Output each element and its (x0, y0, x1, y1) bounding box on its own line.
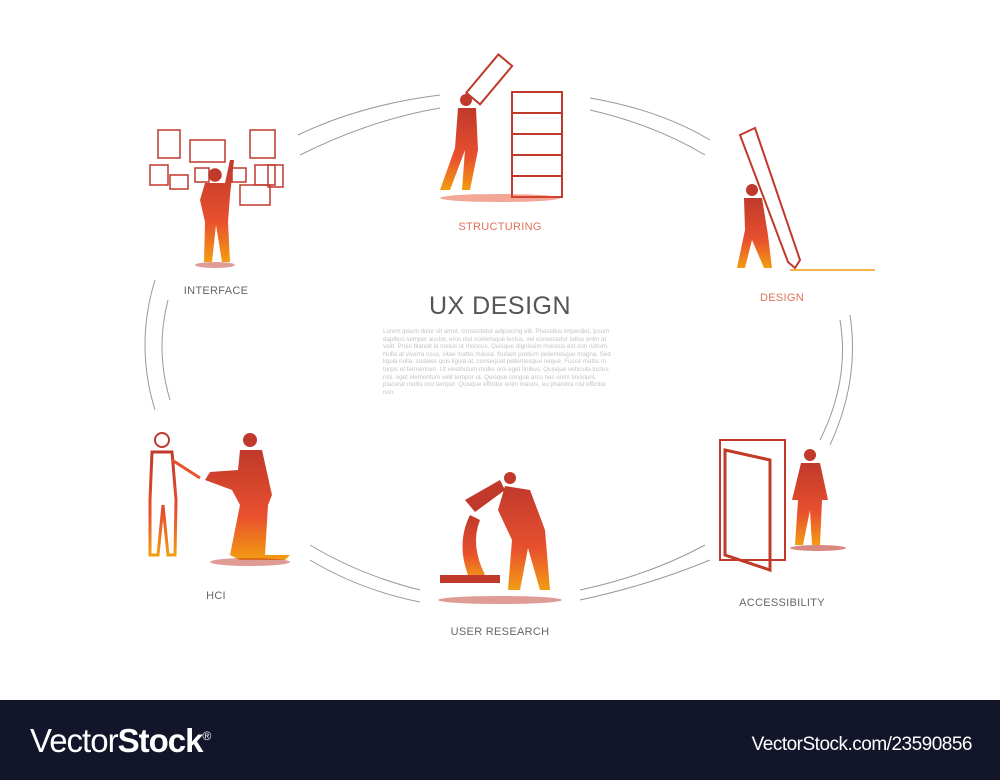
man-with-screens-icon (149, 129, 284, 268)
man-at-open-door-icon (719, 439, 846, 573)
man-stacking-blocks-icon (440, 53, 563, 202)
label-design: DESIGN (760, 292, 804, 304)
robot-human-handshake-icon (148, 432, 290, 566)
man-at-microscope-icon (438, 472, 562, 604)
diagram-title: UX DESIGN (428, 292, 572, 320)
label-interface: INTERFACE (183, 285, 249, 297)
connector-arcs (144, 94, 853, 603)
illustration (144, 53, 875, 604)
man-with-giant-pencil-icon (737, 126, 875, 271)
label-user-research: USER RESEARCH (450, 626, 550, 638)
label-hci: HCI (206, 590, 226, 602)
footer-bar: VectorStock® VectorStock.com/23590856 (0, 700, 1000, 780)
label-accessibility: ACCESSIBILITY (739, 597, 825, 609)
label-structuring: STRUCTURING (458, 221, 542, 233)
stock-id: VectorStock.com/23590856 (751, 734, 973, 755)
description-text: Lorem ipsum dolor sit amet, consectetur … (383, 328, 611, 396)
vectorstock-logo: VectorStock® (30, 722, 211, 759)
